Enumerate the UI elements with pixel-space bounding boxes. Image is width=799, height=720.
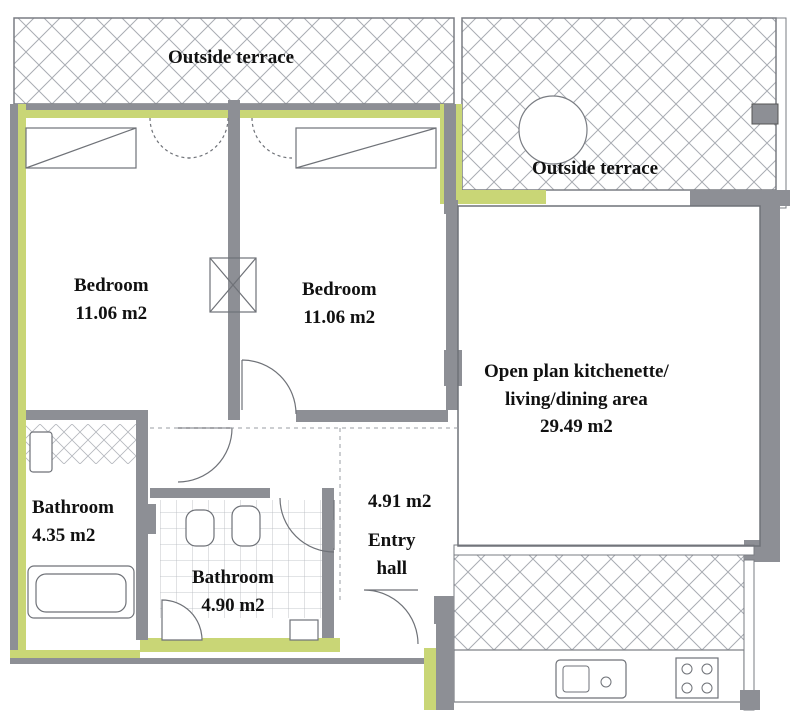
bedroom-1-area: 11.06 m2 xyxy=(75,302,148,324)
interior-walls xyxy=(26,100,755,640)
bathroom-1-area: 4.35 m2 xyxy=(32,524,96,546)
terrace-top-label: Outside terrace xyxy=(168,47,295,68)
bathroom-2-area: 4.90 m2 xyxy=(201,594,265,616)
dashed-boundaries xyxy=(150,427,460,600)
living-room-outline xyxy=(457,205,761,547)
terrace-top xyxy=(13,17,455,105)
entry-hall-line-2: hall xyxy=(376,557,408,579)
bedroom-2-area: 11.06 m2 xyxy=(303,306,376,328)
bedroom-1-label: Bedroom 11.06 m2 xyxy=(74,272,149,327)
bathroom-1-label: Bathroom 4.35 m2 xyxy=(32,494,114,549)
bathroom-2-name: Bathroom xyxy=(192,567,274,588)
bathroom-2-label: Bathroom 4.90 m2 xyxy=(192,564,274,619)
terrace-right-label: Outside terrace xyxy=(532,158,659,179)
living-area-line-1: Open plan kitchenette/ xyxy=(484,361,669,382)
bathroom-1-name: Bathroom xyxy=(32,497,114,518)
entry-hall-label: Entry hall xyxy=(368,527,416,582)
terrace-right xyxy=(461,17,787,209)
kitchen-counter xyxy=(453,554,745,703)
bedroom-2-label: Bedroom 11.06 m2 xyxy=(302,276,377,331)
bathroom-fixtures xyxy=(27,431,334,641)
living-area-line-2: living/dining area xyxy=(505,388,648,410)
entry-hall-line-1: Entry xyxy=(368,530,416,551)
living-area-label: Open plan kitchenette/ living/dining are… xyxy=(484,358,669,441)
bedroom-2-name: Bedroom xyxy=(302,279,377,300)
living-area-size: 29.49 m2 xyxy=(539,416,613,438)
entry-hall-area: 4.91 m2 xyxy=(368,491,432,512)
window-frames xyxy=(25,117,437,313)
bedroom-1-name: Bedroom xyxy=(74,275,149,296)
